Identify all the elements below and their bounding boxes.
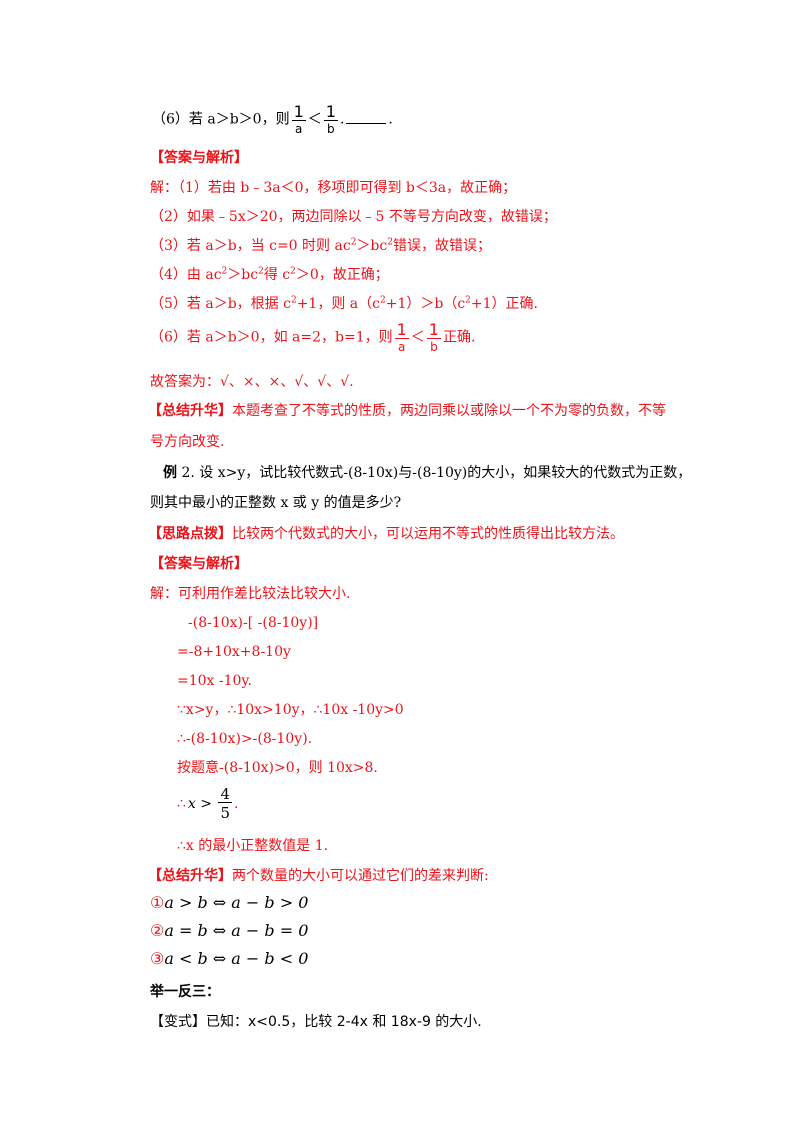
summary-tag: 【总结升华】	[148, 868, 232, 884]
answer-blank	[346, 111, 387, 124]
summary2-line: 【总结升华】两个数量的大小可以通过它们的差来判断:	[148, 868, 489, 884]
final-answer: 故答案为：√、×、×、√、√、√.	[150, 374, 354, 390]
solution2-line-7: 按题意-(8-10x)>0，则 10x>8.	[177, 760, 378, 776]
solution2-line-3: =-8+10x+8-10y	[177, 644, 291, 660]
summary-line-2: 号方向改变.	[150, 434, 225, 450]
solution2-line-4: =10x -10y.	[177, 673, 252, 689]
solution-line-3: （3）若 a＞b，当 c=0 时则 ac2＞bc2错误，故错误；	[150, 237, 491, 254]
solution-line-4: （4）由 ac2＞bc2得 c2＞0，故正确；	[150, 266, 389, 283]
solution2-line-5: ∵x>y，∴10x>10y，∴10x -10y>0	[177, 702, 404, 718]
hint-line: 【思路点拨】比较两个代数式的大小，可以运用不等式的性质得出比较方法。	[148, 526, 624, 542]
hint-tag: 【思路点拨】	[148, 526, 232, 542]
rule-3: ③a < b ⇔ a − b < 0	[150, 949, 309, 968]
rule-2: ②a = b ⇔ a − b = 0	[150, 921, 309, 940]
drill-title: 举一反三：	[150, 984, 220, 1000]
solution2-line-6: ∴-(8-10x)>-(8-10y).	[177, 731, 313, 747]
example-2-line-2: 则其中最小的正整数 x 或 y 的值是多少?	[150, 495, 402, 511]
solution2-line-1: 解：可利用作差比较法比较大小.	[150, 586, 351, 602]
variant-line: 【变式】已知：x<0.5，比较 2-4x 和 18x-9 的大小.	[150, 1014, 482, 1030]
example-label: 例	[163, 465, 177, 481]
solution2-line-9: ∴x 的最小正整数值是 1.	[177, 838, 329, 854]
question-6-prefix: （6）若 a＞b＞0，则	[152, 111, 290, 128]
solution-line-2: （2）如果﹣5x＞20，两边同除以﹣5 不等号方向改变，故错误；	[150, 209, 557, 225]
example-2-line-1: 例 2. 设 x>y，试比较代数式-(8-10x)与-(8-10y)的大小，如果…	[163, 465, 692, 481]
variant-tag: 【变式】	[150, 1014, 206, 1030]
answer-header: 【答案与解析】	[150, 150, 248, 166]
solution-line-1: 解：（1）若由 b﹣3a＜0，移项即可得到 b＜3a，故正确；	[150, 180, 517, 196]
summary-tag: 【总结升华】	[148, 403, 232, 419]
answer-header-2: 【答案与解析】	[150, 556, 248, 572]
summary-line-1: 【总结升华】本题考查了不等式的性质，两边同乘以或除以一个不为零的负数，不等	[148, 403, 666, 419]
rule-1: ①a > b ⇔ a − b > 0	[150, 893, 309, 912]
solution2-line-2: -(8-10x)-[ -(8-10y)]	[188, 615, 319, 631]
solution-line-5: （5）若 a＞b，根据 c2+1，则 a（c2+1）＞b（c2+1）正确.	[150, 295, 538, 312]
